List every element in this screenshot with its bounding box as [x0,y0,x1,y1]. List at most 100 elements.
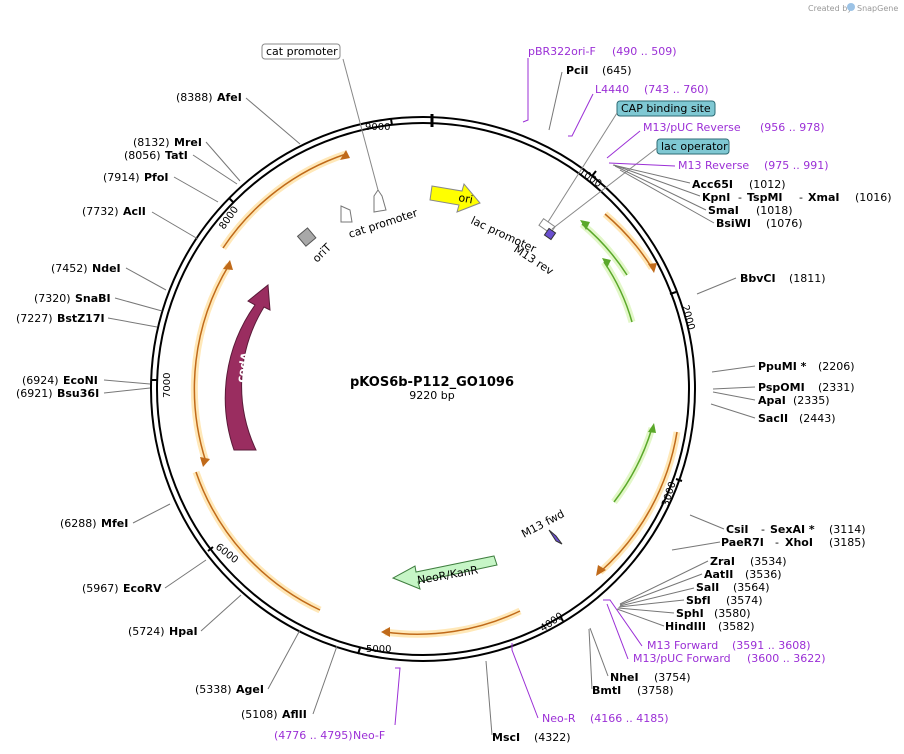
cap-binding-site-box[interactable] [616,100,716,117]
snapgene-logo-icon [847,3,855,11]
enzyme-bbvci-pos: (1811) [789,272,826,285]
enzyme-sphi-pos: (3580) [714,607,751,620]
enzyme-apai-name: ApaI [758,394,786,407]
enzyme-hindiii-name: HindIII [665,620,706,633]
enzyme-leaders-right [485,71,756,736]
enzyme-csii-sep1: - [761,523,765,536]
green-arcs [579,221,656,505]
primer-m13-puc-forward-name: M13/pUC Forward [633,652,731,665]
primer-m13-puc-reverse-pos: (956 .. 978) [760,121,825,134]
enzyme-bsiwi-name: BsiWI [716,217,751,230]
enzyme-bsu36i-name: Bsu36I [57,387,99,400]
enzyme-ppumi-name: PpuMI * [758,360,807,373]
enzyme-kpni-sep1: - [738,191,742,204]
enzyme-pfoi-name: PfoI [144,171,169,184]
orit-label: oriT [310,241,334,265]
enzyme-ecorv-pos: (5967) [82,582,119,595]
cat-promoter-feature[interactable] [373,189,387,213]
credit-brand: SnapGene [857,4,898,13]
primer-l4440-name: L4440 [595,83,629,96]
neor-kanr-feature[interactable] [391,555,498,590]
primer-m13-puc-forward-pos: (3600 .. 3622) [747,652,826,665]
enzyme-bstz17i-name: BstZ17I [57,312,105,325]
cat-promoter-box [261,43,341,60]
primer-neo-r-pos: (4166 .. 4185) [590,712,669,725]
enzyme-bsiwi-pos: (1076) [766,217,803,230]
cat-promoter-leader [342,58,379,191]
backbone-inner [156,122,690,656]
enzyme-hpai-pos: (5724) [128,625,165,638]
enzyme-snabi-pos: (7320) [34,292,71,305]
cap-leader [547,112,618,223]
enzyme-pcii-name: PciI [566,64,588,77]
tick-label-4000: 4000 [538,611,565,635]
enzyme-sphi-name: SphI [676,607,704,620]
primer-m13-forward-name: M13 Forward [647,639,718,652]
ori-label: ori [457,191,473,206]
orit-feature[interactable] [296,227,317,247]
enzyme-apai-pos: (2335) [793,394,830,407]
m13-fwd-feature[interactable] [548,529,563,545]
enzyme-acli-pos: (7732) [82,205,119,218]
enzyme-acc65i-pos: (1012) [749,178,786,191]
enzyme-acc65i-name: Acc65I [692,178,733,191]
primer-m13-reverse-pos: (975 .. 991) [764,159,829,172]
enzyme-ecorv-name: EcoRV [123,582,162,595]
enzyme-pspomi-pos: (2331) [818,381,855,394]
enzyme-leaders-left [103,97,338,715]
enzyme-xmai-name: XmaI [808,191,839,204]
enzyme-snabi-name: SnaBI [75,292,111,305]
enzyme-sacii-name: SacII [758,412,788,425]
lac-operator-box[interactable] [656,138,730,155]
enzyme-sbfi-name: SbfI [686,594,711,607]
enzyme-econi-pos: (6924) [22,374,59,387]
cat-promoter-box-label: cat promoter [266,45,338,58]
cat-promoter-feature-2[interactable] [340,205,353,223]
primer-neo-r-name: Neo-R [542,712,576,725]
cap-binding-site-label: CAP binding site [621,102,711,115]
tick-marks [151,118,683,655]
primer-m13-puc-reverse-name: M13/pUC Reverse [643,121,741,134]
enzyme-pspomi-name: PspOMI [758,381,805,394]
enzyme-bstz17i-pos: (7227) [16,312,53,325]
enzyme-msci-pos: (4322) [534,731,571,744]
enzyme-nhei-pos: (3754) [654,671,691,684]
enzyme-tati-pos: (8056) [124,149,161,162]
enzyme-sbfi-pos: (3574) [726,594,763,607]
green-arrowheads [580,220,656,433]
coda-feature[interactable] [224,284,271,451]
enzyme-paer7i-sep1: - [775,536,779,549]
lac-operator-leader [551,147,658,230]
enzyme-aatii-name: AatII [704,568,733,581]
enzyme-sexai-name: SexAI * [770,523,815,536]
enzyme-afei-name: AfeI [217,91,242,104]
primer-l4440-pos: (743 .. 760) [644,83,709,96]
enzyme-sali-name: SalI [696,581,719,594]
tick-label-5000: 5000 [366,644,391,655]
enzyme-sali-pos: (3564) [733,581,770,594]
lac-promoter-feature[interactable] [538,218,557,241]
primer-pbr322ori-f-name: pBR322ori-F [528,45,596,58]
orange-arcs [190,150,681,638]
m13-fwd-label: M13 fwd [519,507,566,540]
enzyme-hindiii-pos: (3582) [718,620,755,633]
enzyme-agei-pos: (5338) [195,683,232,696]
enzyme-aatii-pos: (3536) [745,568,782,581]
enzyme-csii-name: CsiI [726,523,748,536]
primer-neo-f-pos: (4776 .. 4795) [274,729,353,742]
enzyme-smai-name: SmaI [708,204,739,217]
plasmid-length: 9220 bp [409,389,454,402]
primer-leaders [394,58,676,726]
enzyme-ppumi-pos: (2206) [818,360,855,373]
enzyme-msci-name: MscI [492,731,520,744]
enzyme-econi-name: EcoNI [63,374,98,387]
enzyme-tspmi-name: TspMI [747,191,783,204]
ori-feature[interactable] [429,182,481,213]
enzyme-afei-pos: (8388) [176,91,213,104]
enzyme-csii-pos: (3114) [829,523,866,536]
enzyme-smai-pos: (1018) [756,204,793,217]
tick-label-9000: 9000 [365,122,390,133]
primer-pbr322ori-f-pos: (490 .. 509) [612,45,677,58]
enzyme-mfei-pos: (6288) [60,517,97,530]
